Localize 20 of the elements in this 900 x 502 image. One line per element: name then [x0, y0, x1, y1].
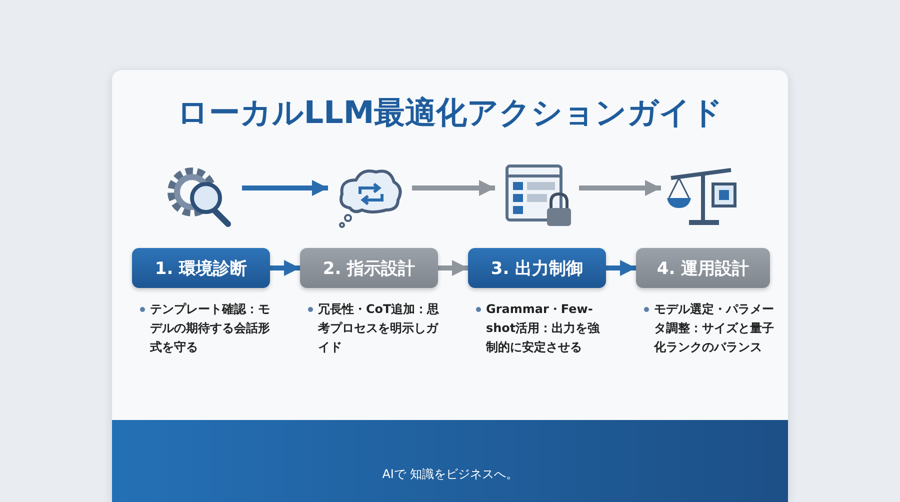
bullet-text: テンプレート確認：モデルの期待する会話形式を守る [150, 301, 271, 356]
arrow [438, 260, 468, 276]
arrow [606, 260, 636, 276]
step-title: 1. 環境診断 [154, 258, 248, 280]
bullet-text: Grammar・Few-shot活用：出力を強制的に安定させる [486, 301, 601, 356]
step-title: 3. 出力制御 [490, 258, 584, 280]
arrow [412, 180, 495, 196]
step-title: 2. 指示設計 [322, 258, 416, 280]
bullet-text: 冗長性・CoT追加：思考プロセスを明示しガイド [318, 301, 440, 356]
arrow [270, 260, 300, 276]
tagline: AIで 知識をビジネスへ。 [381, 466, 519, 483]
step-box [636, 248, 770, 288]
step-box [300, 248, 438, 288]
arrow [242, 180, 328, 196]
step-title: 4. 運用設計 [656, 258, 750, 280]
bullet-text: モデル選定・パラメータ調整：サイズと量子化ランクのバランス [654, 301, 775, 356]
title: ローカルLLM最適化アクションガイド [176, 94, 724, 133]
step-box [132, 248, 270, 288]
arrow [579, 180, 661, 196]
step-box [468, 248, 606, 288]
